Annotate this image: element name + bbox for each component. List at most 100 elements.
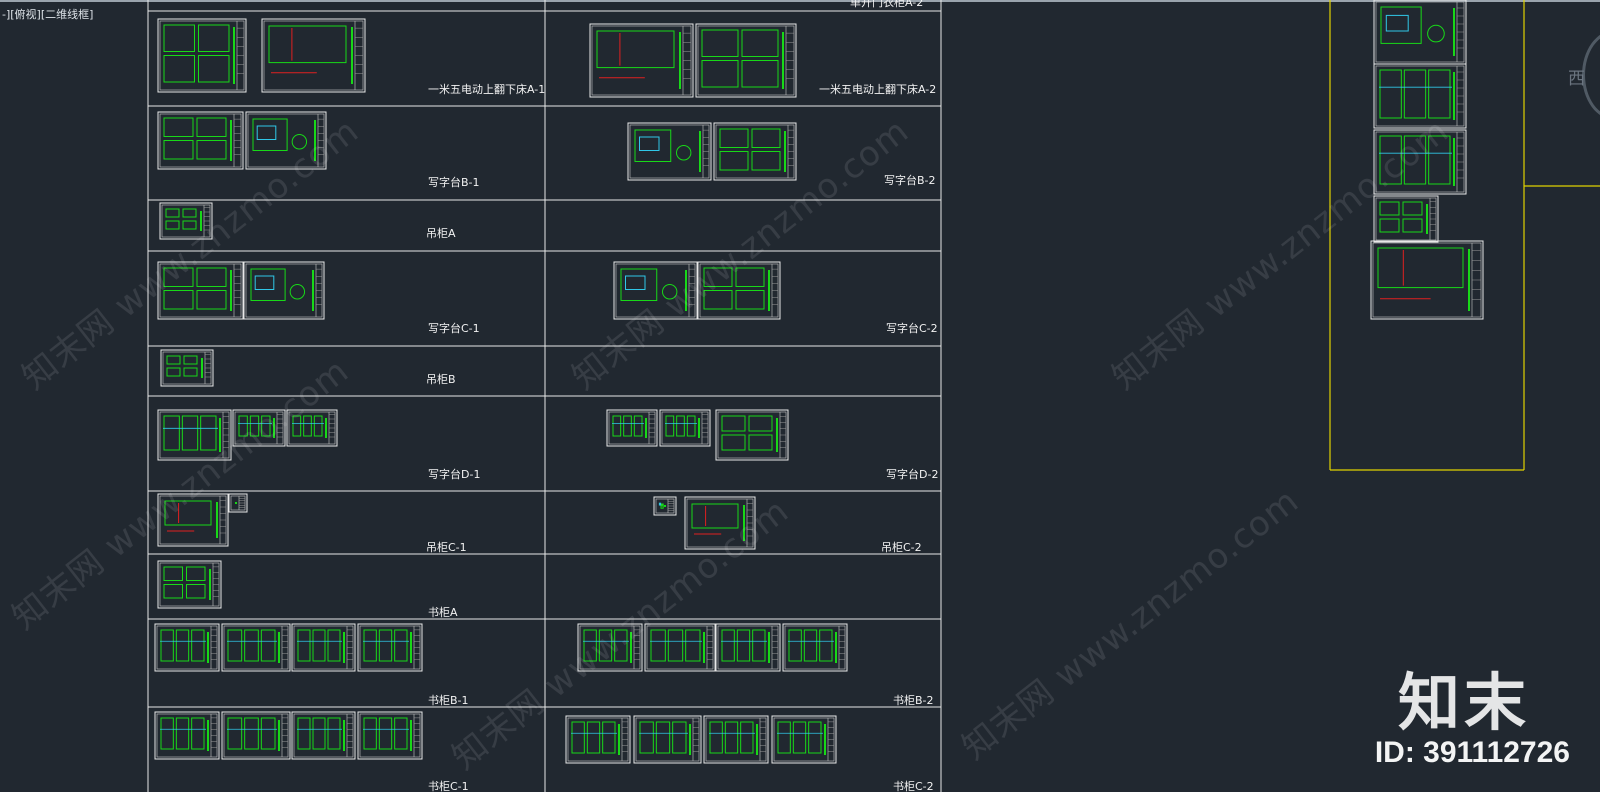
drawing-sheet[interactable]	[653, 496, 677, 516]
drawing-detail	[182, 220, 197, 230]
sheet-title[interactable]: 写字台C-2	[886, 321, 938, 335]
drawing-sheet[interactable]	[221, 711, 291, 760]
drawing-sheet[interactable]	[1373, 0, 1467, 65]
drawing-sheet[interactable]	[627, 122, 712, 181]
drawing-sheet[interactable]	[159, 202, 213, 240]
drawing-detail	[198, 55, 230, 83]
sheet-title[interactable]: 写字台D-1	[428, 467, 480, 481]
drawing-detail	[719, 151, 749, 171]
drawing-detail	[748, 434, 773, 451]
drawing-detail	[196, 117, 227, 137]
sheet-title[interactable]: 书柜B-1	[428, 694, 469, 707]
drawing-sheet[interactable]	[157, 493, 229, 547]
sheet-title[interactable]: 写字台C-1	[428, 321, 480, 335]
sheet-inner-border	[1375, 65, 1465, 127]
sheet-title[interactable]: 书柜C-1	[428, 780, 469, 792]
drawing-detail	[327, 717, 341, 750]
drawing-sheet[interactable]	[715, 409, 789, 461]
drawing-sheet[interactable]	[684, 496, 756, 550]
drawing-sheet[interactable]	[644, 623, 716, 672]
drawing-sheet[interactable]	[291, 711, 356, 760]
drawing-sheet[interactable]	[1373, 195, 1439, 243]
drawing-sheet[interactable]	[703, 715, 769, 764]
drawing-detail	[163, 584, 183, 599]
drawing-sheet[interactable]	[157, 409, 232, 461]
drawing-sheet[interactable]	[782, 623, 848, 672]
drawing-detail	[227, 629, 243, 662]
drawing-sheet[interactable]	[771, 715, 837, 764]
drawing-sheet[interactable]	[221, 623, 291, 672]
sheet-title[interactable]: 写字台B-1	[428, 175, 480, 189]
viewport-controls-label[interactable]: -][俯视][二维线框]	[2, 8, 94, 21]
drawing-sheet[interactable]	[1370, 240, 1484, 320]
drawing-sheet[interactable]	[245, 111, 327, 170]
sheet-title[interactable]: 吊柜C-1	[426, 541, 467, 554]
sheet-title[interactable]: 单开门衣柜A-2	[850, 0, 923, 9]
drawing-sheet[interactable]	[695, 23, 797, 98]
drawing-detail	[227, 717, 243, 750]
sheet-title[interactable]: 书柜C-2	[893, 780, 934, 792]
drawing-sheet[interactable]	[157, 261, 244, 320]
drawing-detail	[741, 29, 779, 57]
drawing-detail	[297, 717, 311, 750]
drawing-sheet[interactable]	[160, 349, 214, 387]
sheet-title[interactable]: 一米五电动上翻下床A-2	[819, 82, 936, 96]
drawing-sheet[interactable]	[1373, 63, 1467, 129]
drawing-sheet[interactable]	[157, 111, 244, 170]
sheet-title[interactable]: 写字台D-2	[886, 467, 938, 481]
drawing-detail	[1377, 247, 1464, 289]
drawing-detail	[777, 721, 791, 754]
drawing-sheet[interactable]	[613, 261, 698, 320]
drawing-detail	[672, 721, 687, 754]
drawing-detail	[623, 415, 632, 437]
drawing-sheet[interactable]	[577, 623, 643, 672]
drawing-sheet[interactable]	[286, 409, 338, 447]
drawing-sheet[interactable]	[232, 409, 286, 447]
drawing-detail	[740, 721, 754, 754]
drawing-sheet[interactable]	[243, 261, 325, 320]
drawing-sheet[interactable]	[713, 122, 797, 181]
drawing-detail	[614, 629, 628, 662]
drawing-detail	[166, 355, 181, 365]
drawing-sheet[interactable]	[357, 711, 423, 760]
drawing-sheet[interactable]	[291, 623, 356, 672]
drawing-sheet[interactable]	[715, 623, 781, 672]
drawing-detail	[662, 284, 678, 300]
drawing-detail	[163, 117, 194, 137]
drawing-sheet[interactable]	[1373, 129, 1467, 195]
drawing-sheet[interactable]	[357, 623, 423, 672]
drawing-sheet[interactable]	[157, 18, 247, 93]
drawing-sheet[interactable]	[154, 711, 220, 760]
drawing-detail	[303, 415, 312, 437]
drawing-sheet[interactable]	[157, 560, 222, 609]
drawing-detail	[1385, 14, 1409, 32]
drawing-detail	[735, 267, 765, 287]
drawing-sheet[interactable]	[589, 23, 694, 98]
drawing-sheet[interactable]	[565, 715, 631, 764]
sheet-title[interactable]: 书柜B-2	[893, 694, 934, 707]
drawing-sheet[interactable]	[697, 261, 781, 320]
sheet-inner-border	[159, 411, 230, 459]
drawing-detail	[244, 629, 259, 662]
drawing-detail	[721, 415, 746, 432]
drawing-sheet[interactable]	[154, 623, 220, 672]
drawing-detail	[808, 721, 822, 754]
viewcube-west-label[interactable]: 西	[1568, 69, 1585, 89]
drawing-sheet[interactable]	[261, 18, 366, 93]
drawing-detail	[665, 415, 675, 437]
drawing-detail	[183, 355, 198, 365]
drawing-sheet[interactable]	[228, 493, 248, 513]
drawing-sheet[interactable]	[606, 409, 658, 447]
drawing-detail	[244, 717, 259, 750]
sheet-title[interactable]: 吊柜C-2	[881, 541, 922, 554]
drawing-sheet[interactable]	[659, 409, 711, 447]
sheet-title[interactable]: 吊柜A	[426, 227, 456, 240]
drawing-sheet[interactable]	[633, 715, 702, 764]
sheet-title[interactable]: 吊柜B	[426, 373, 456, 386]
sheet-title[interactable]: 书柜A	[428, 606, 458, 619]
sheet-title[interactable]: 一米五电动上翻下床A-1	[428, 82, 545, 96]
drawing-detail	[196, 267, 227, 287]
drawing-detail	[191, 629, 205, 662]
sheet-title[interactable]: 写字台B-2	[884, 173, 936, 187]
